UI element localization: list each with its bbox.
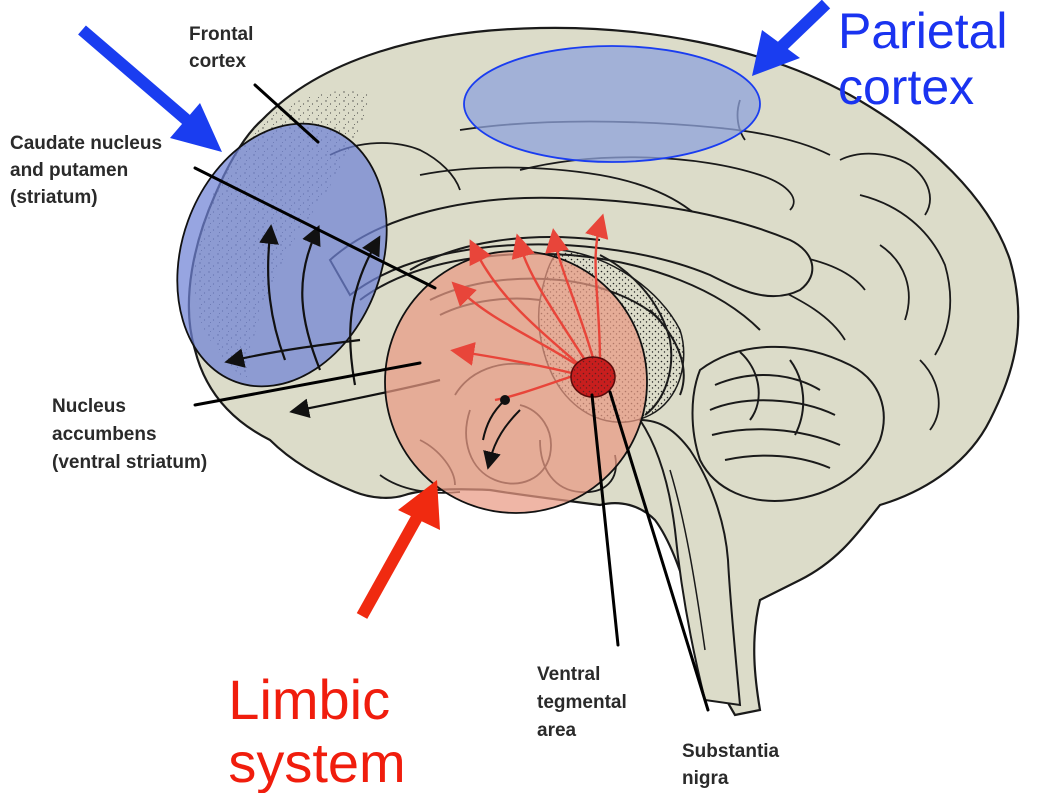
label-vta: Ventral tegmental area — [537, 664, 632, 741]
arrow-up-right-icon — [362, 480, 440, 616]
label-caudate: Caudate nucleus and putamen (striatum) — [10, 133, 167, 208]
label-substantia-nigra: Substantia nigra — [682, 741, 784, 789]
parietal-highlight — [464, 46, 760, 162]
label-limbic-system: Limbic system — [228, 668, 405, 793]
label-parietal-cortex: Parietal cortex — [838, 3, 1021, 115]
arrow-down-left-icon — [752, 4, 826, 76]
label-nucleus-accumbens: Nucleus accumbens (ventral striatum) — [52, 396, 207, 473]
label-frontal-cortex: Frontal cortex — [189, 24, 259, 72]
vta-nucleus — [571, 357, 615, 397]
